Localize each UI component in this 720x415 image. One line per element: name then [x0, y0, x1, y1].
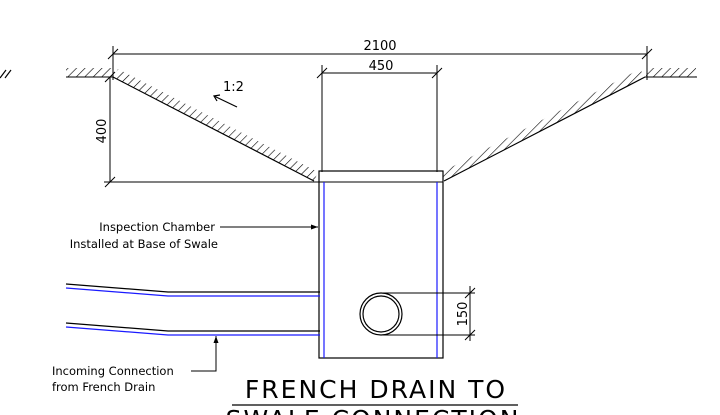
incoming-connection-line2: from French Drain	[52, 380, 155, 394]
dimension-depth	[104, 71, 320, 188]
overall-width-label: 2100	[363, 39, 396, 54]
depth-label: 400	[95, 119, 110, 144]
swale-profile	[112, 76, 646, 182]
ground-hatching	[0, 68, 697, 181]
title-line2: SWALE CONNECTION	[226, 405, 521, 415]
slope-arrow	[213, 94, 238, 108]
incoming-connection-line1: Incoming Connection	[52, 364, 174, 378]
leader-incoming-connection	[191, 336, 219, 372]
title-line1: FRENCH DRAIN TO	[245, 375, 507, 404]
inspection-chamber	[318, 170, 444, 359]
incoming-pipes	[65, 283, 320, 336]
pipe-diameter-label: 150	[456, 302, 471, 327]
outlet-pipe	[359, 286, 476, 341]
inspection-chamber-line2: Installed at Base of Swale	[70, 237, 218, 251]
slope-label: 1:2	[223, 80, 244, 95]
leader-inspection-chamber	[220, 224, 318, 230]
dimension-chamber-width	[316, 65, 443, 172]
chamber-width-label: 450	[369, 59, 394, 74]
inspection-chamber-line1: Inspection Chamber	[99, 220, 215, 234]
